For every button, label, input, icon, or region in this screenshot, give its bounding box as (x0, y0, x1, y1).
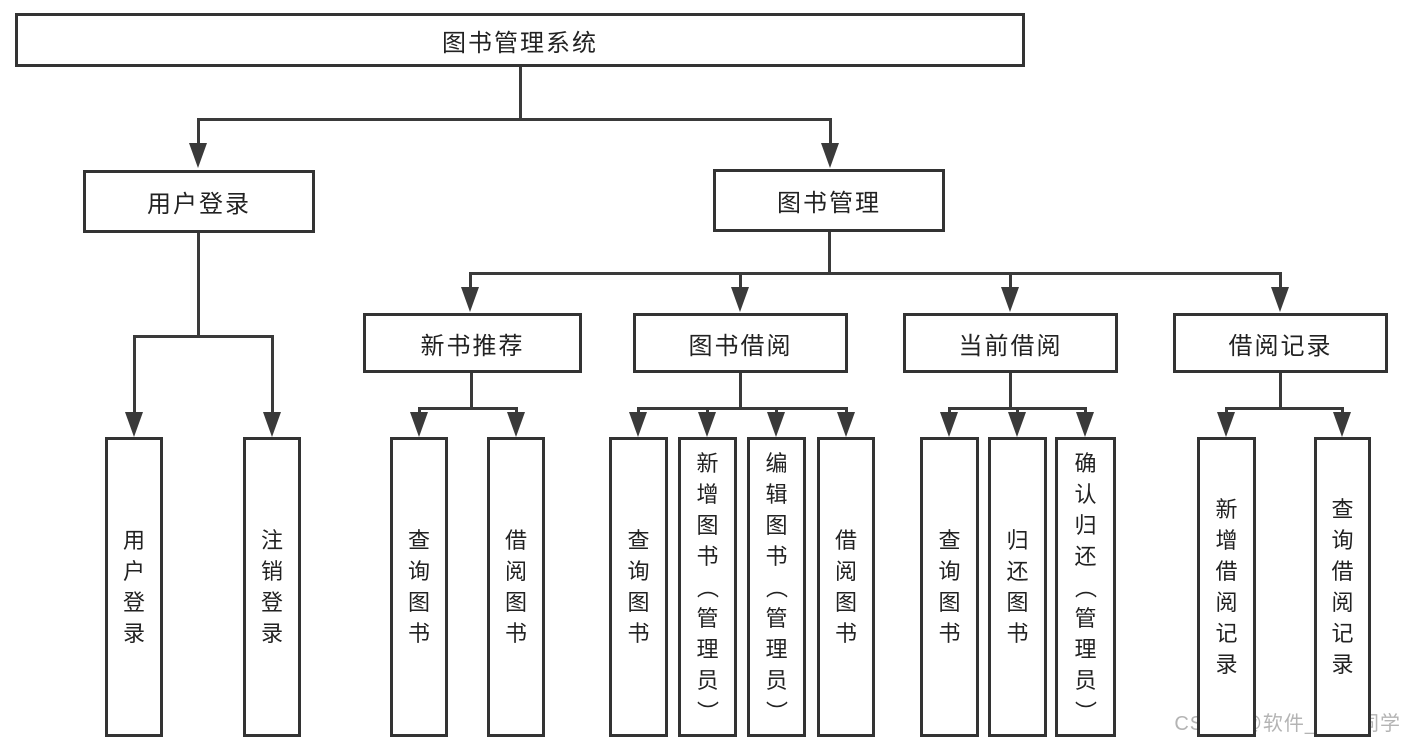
node-label: 新增借阅记录 (1215, 497, 1238, 677)
node-query-books-borrowing: 查询图书 (609, 437, 668, 737)
arrowhead-down-icon (837, 412, 855, 437)
node-label: 查询图书 (938, 528, 961, 646)
node-borrow-books-action: 借阅图书 (817, 437, 875, 737)
arrowhead-down-icon (940, 412, 958, 437)
arrow-stem (739, 272, 742, 292)
node-query-books-recommend: 查询图书 (390, 437, 448, 737)
arrowhead-down-icon (410, 412, 428, 437)
connector-line (739, 373, 742, 410)
node-label: 用户登录 (147, 191, 251, 218)
node-label: 查询借阅记录 (1331, 497, 1354, 677)
node-label: 当前借阅 (958, 332, 1063, 360)
node-add-books-admin: 新增图书（管理员） (678, 437, 737, 737)
connector-line (637, 407, 847, 410)
connector-line (469, 272, 1282, 275)
node-label: 借阅记录 (1228, 332, 1333, 360)
node-label: 归还图书 (1006, 528, 1029, 646)
arrow-stem (829, 118, 832, 148)
arrowhead-down-icon (1001, 287, 1019, 312)
arrow-stem (197, 118, 200, 148)
connector-line (470, 373, 473, 410)
arrowhead-down-icon (1271, 287, 1289, 312)
arrowhead-down-icon (461, 287, 479, 312)
node-book-management: 图书管理 (713, 169, 945, 232)
node-label: 图书借阅 (688, 332, 793, 360)
connector-line (1279, 373, 1282, 410)
node-label: 图书管理 (777, 190, 881, 217)
arrow-stem (1009, 272, 1012, 292)
node-label: 新书推荐 (420, 332, 525, 360)
arrow-stem (133, 335, 136, 417)
arrowhead-down-icon (698, 412, 716, 437)
node-logout-action: 注销登录 (243, 437, 301, 737)
node-label: 注销登录 (260, 528, 283, 646)
connector-line (1225, 407, 1343, 410)
connector-line (519, 67, 522, 120)
arrow-stem (271, 335, 274, 417)
node-new-book-recommend: 新书推荐 (363, 313, 582, 373)
node-borrow-books-recommend: 借阅图书 (487, 437, 545, 737)
node-query-books-current: 查询图书 (920, 437, 979, 737)
arrowhead-down-icon (125, 412, 143, 437)
node-label: 借阅图书 (834, 528, 857, 646)
node-user-login-action: 用户登录 (105, 437, 163, 737)
arrow-stem (1279, 272, 1282, 292)
node-current-borrowing: 当前借阅 (903, 313, 1118, 373)
arrowhead-down-icon (1008, 412, 1026, 437)
node-root: 图书管理系统 (15, 13, 1025, 67)
arrowhead-down-icon (1333, 412, 1351, 437)
arrow-stem (469, 272, 472, 292)
connector-line (828, 232, 831, 275)
arrowhead-down-icon (1217, 412, 1235, 437)
node-label: 图书管理系统 (442, 29, 598, 57)
node-label: 新增图书（管理员） (694, 450, 720, 723)
node-query-borrow-record: 查询借阅记录 (1314, 437, 1371, 737)
arrowhead-down-icon (731, 287, 749, 312)
arrowhead-down-icon (1076, 412, 1094, 437)
connector-line (197, 233, 200, 337)
arrowhead-down-icon (507, 412, 525, 437)
arrowhead-down-icon (263, 412, 281, 437)
node-edit-books-admin: 编辑图书（管理员） (747, 437, 806, 737)
connector-line (1009, 373, 1012, 410)
node-label: 借阅图书 (504, 528, 527, 646)
node-label: 确认归还（管理员） (1072, 450, 1098, 723)
arrowhead-down-icon (767, 412, 785, 437)
connector-line (197, 118, 832, 121)
connector-line (419, 407, 517, 410)
node-confirm-return-admin: 确认归还（管理员） (1055, 437, 1116, 737)
arrowhead-down-icon (629, 412, 647, 437)
node-return-books: 归还图书 (988, 437, 1047, 737)
node-label: 编辑图书（管理员） (763, 450, 789, 723)
node-user-login: 用户登录 (83, 170, 315, 233)
node-label: 查询图书 (627, 528, 650, 646)
arrowhead-down-icon (189, 143, 207, 168)
node-book-borrowing: 图书借阅 (633, 313, 848, 373)
connector-line (133, 335, 274, 338)
node-label: 查询图书 (407, 528, 430, 646)
node-add-borrow-record: 新增借阅记录 (1197, 437, 1256, 737)
node-label: 用户登录 (122, 528, 145, 646)
arrowhead-down-icon (821, 143, 839, 168)
node-borrowing-records: 借阅记录 (1173, 313, 1388, 373)
